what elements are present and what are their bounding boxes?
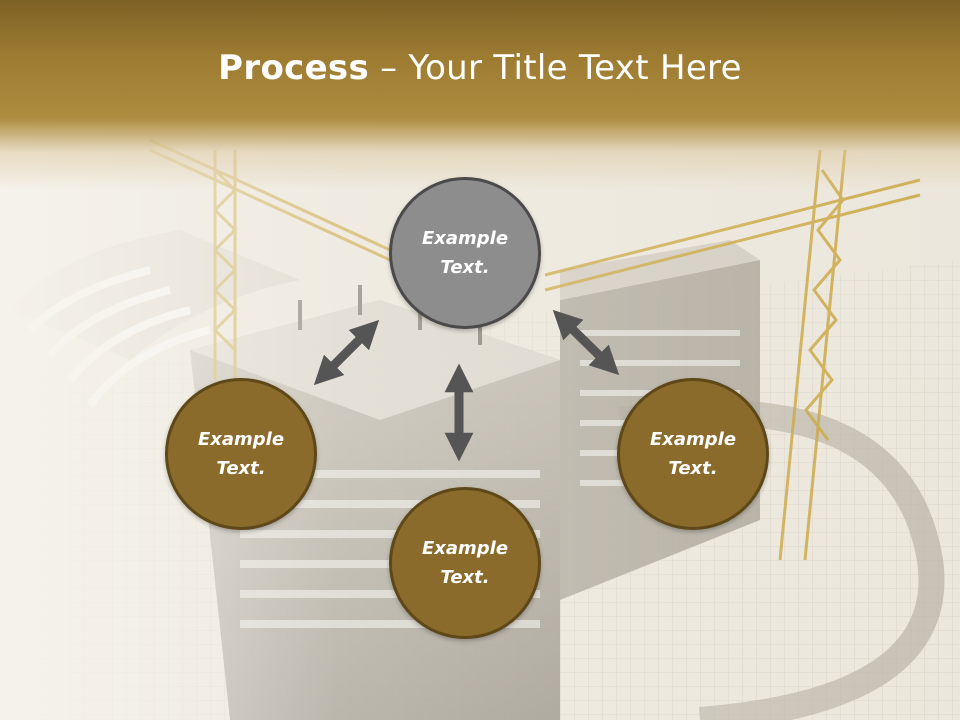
process-node-left-label: Example Text. bbox=[197, 429, 285, 479]
process-node-top-label: Example Text. bbox=[421, 228, 509, 278]
process-node-right-label: Example Text. bbox=[649, 429, 737, 479]
process-node-bottom-label: Example Text. bbox=[421, 538, 509, 588]
slide-title-rest: – Your Title Text Here bbox=[369, 48, 742, 88]
process-node-right[interactable]: Example Text. bbox=[617, 378, 769, 530]
slide-title-bold: Process bbox=[218, 48, 370, 88]
double-headed-arrow-icon bbox=[552, 309, 620, 376]
process-node-bottom[interactable]: Example Text. bbox=[389, 487, 541, 639]
process-node-left[interactable]: Example Text. bbox=[165, 378, 317, 530]
process-node-top[interactable]: Example Text. bbox=[389, 177, 541, 329]
double-headed-arrow-icon bbox=[313, 319, 380, 386]
slide-title: Process – Your Title Text Here bbox=[0, 48, 960, 88]
title-band bbox=[0, 0, 960, 190]
